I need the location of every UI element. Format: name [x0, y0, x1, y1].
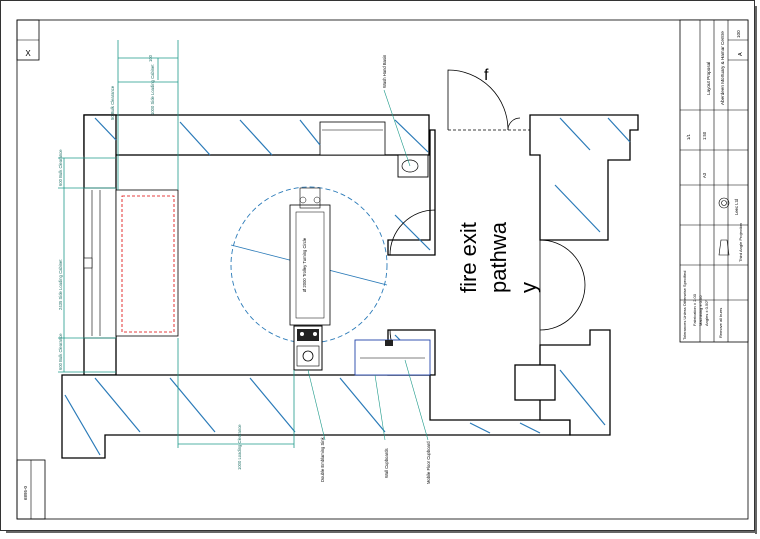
- side-loading-cabinet: [83, 187, 179, 339]
- wall-hatching: [64, 117, 631, 456]
- door-letter: f: [484, 67, 489, 84]
- mobile-floor-cupboard-label: Mobile Floor Cupboard: [426, 441, 431, 484]
- tb-machining: Machining ± 0.50: [698, 295, 703, 326]
- left-margin-ref: 6895-0: [23, 485, 28, 500]
- title-block: Layout Proposal Aberdeen Mortuary & Hama…: [679, 19, 749, 343]
- tb-angles: Angles ± 0.50°: [704, 300, 709, 326]
- tb-scale: 1:50: [702, 131, 707, 140]
- tb-company: Leec Ltd: [734, 198, 739, 215]
- corridor-lower-wall: [539, 329, 611, 436]
- cupboards: [354, 339, 431, 441]
- wall-counter: [319, 121, 386, 156]
- wall-cupboards-label: Wall Cupboards: [384, 448, 389, 478]
- exit-door-top: [447, 69, 509, 131]
- left-margin-strip: 6895-0: [16, 459, 46, 520]
- fire-exit-line-2: pathwa: [486, 221, 511, 293]
- dim-left-bottom: 600 Bulk Clearance: [58, 333, 63, 370]
- tb-size: A3: [702, 172, 707, 178]
- corridor-box: [514, 364, 556, 401]
- corridor-upper-wall: [529, 114, 639, 241]
- dim-left-top: 600 Bulk Clearance: [58, 149, 63, 186]
- dimensions: 50 Bulk Clearance 1000 Side Loading Cabi…: [58, 40, 295, 470]
- cabinet-loading-zone: [121, 195, 175, 333]
- double-sink-label: Double Emblaming Sink: [320, 436, 325, 482]
- tb-drawing-title: Layout Proposal: [706, 62, 711, 95]
- trolley: [289, 204, 331, 326]
- door-lower-right: [539, 284, 586, 331]
- door-upper-left: [389, 209, 436, 256]
- dim-top-small: 100: [148, 54, 153, 62]
- double-sink: [293, 325, 326, 441]
- dim-bottom-loading: 1000 Loading Clearance: [237, 424, 242, 470]
- tb-tolerances: Tolerances Unless Otherwise Specified: [682, 271, 687, 340]
- fire-exit-line-3: y: [516, 282, 541, 293]
- third-angle-symbol: [718, 197, 730, 256]
- tb-linear: Fabrication ± 2.00: [692, 293, 697, 326]
- trolley-turning-label: Ø 2000 Trolley Turning Circle: [302, 237, 307, 292]
- door-upper-right: [539, 239, 586, 286]
- dim-top-bulk: 50 Bulk Clearance: [110, 85, 115, 120]
- wash-hand-basin-label: Wash Hand Basin: [382, 54, 387, 88]
- dim-left-mid: 2435 Side Loading Cabinet: [58, 259, 63, 310]
- corner-mark-box: X: [16, 19, 40, 61]
- fire-exit-label: fire exit pathwa y: [456, 221, 541, 293]
- partition-upper: [387, 129, 436, 256]
- tb-third-angle: Third Angle Projection: [738, 223, 743, 262]
- corner-mark: X: [25, 49, 31, 58]
- fire-exit-line-1: fire exit: [456, 222, 481, 293]
- dim-top-side: 1000 Side Loading Cabinet: [150, 64, 155, 115]
- tb-drawing-no: 100: [736, 30, 741, 38]
- tb-remove-burrs: Remove all burrs: [718, 308, 723, 338]
- tb-revision: A: [738, 52, 744, 56]
- tb-sheet: 1/1: [686, 134, 691, 140]
- trolley-turning-circle: Ø 2000 Trolley Turning Circle: [230, 186, 388, 344]
- tb-project: Aberdeen Mortuary & Hamar Centre: [720, 31, 725, 105]
- wash-hand-basin: Wash Hand Basin: [382, 54, 429, 178]
